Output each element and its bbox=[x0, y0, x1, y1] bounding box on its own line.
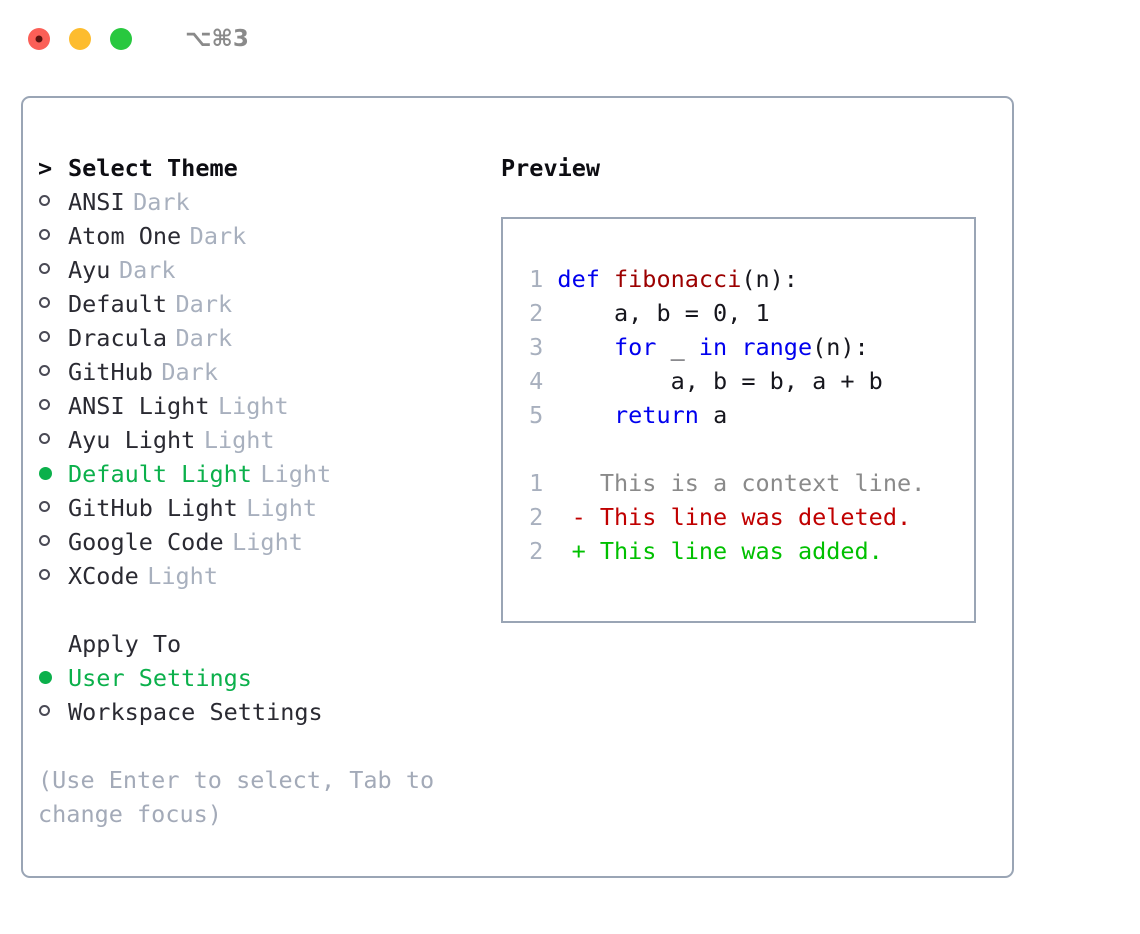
code-line-text: def fibonacci(n): bbox=[543, 262, 798, 296]
theme-option-label: ANSI bbox=[68, 188, 125, 216]
code-token-plain: (n): bbox=[741, 265, 798, 293]
code-line: 4 a, b = b, a + b bbox=[515, 364, 925, 398]
theme-option-tag: Dark bbox=[133, 188, 190, 216]
code-line-number: 4 bbox=[529, 367, 544, 395]
theme-option-xcode[interactable]: XCode Light bbox=[38, 559, 498, 593]
traffic-light-buttons bbox=[28, 28, 132, 50]
theme-option-tag: Dark bbox=[118, 256, 176, 284]
theme-option-tag: Dark bbox=[175, 290, 233, 318]
code-token-kw: in bbox=[698, 333, 742, 361]
select-theme-heading: > Select Theme bbox=[38, 151, 498, 185]
diff-line-add: 2 + This line was added. bbox=[515, 534, 925, 568]
code-line-text: return a bbox=[543, 398, 727, 432]
apply-to-option-label: User Settings bbox=[68, 664, 252, 692]
minimize-window-button[interactable] bbox=[69, 28, 91, 50]
theme-option-tag: Light bbox=[232, 528, 303, 556]
diff-line-text: This is a context line. bbox=[557, 469, 926, 497]
code-line: 2 a, b = 0, 1 bbox=[515, 296, 925, 330]
theme-option-label: Google Code bbox=[68, 528, 224, 556]
code-token-kw: return bbox=[614, 401, 714, 429]
code-token-kw: for bbox=[614, 333, 671, 361]
theme-option-github-light[interactable]: GitHub Light Light bbox=[38, 491, 498, 525]
theme-option-tag: Light bbox=[147, 562, 218, 590]
select-theme-heading-label: Select Theme bbox=[68, 154, 238, 182]
keyboard-hint-text: (Use Enter to select, Tab to change focu… bbox=[38, 766, 449, 828]
theme-option-label: Dracula bbox=[68, 324, 168, 352]
code-token-kw: def bbox=[557, 265, 615, 293]
code-line-number: 5 bbox=[529, 401, 544, 429]
code-token-plain: a, b = b, a + b bbox=[557, 367, 883, 395]
diff-line-del: 2 - This line was deleted. bbox=[515, 500, 925, 534]
code-line: 3 for _ in range(n): bbox=[515, 330, 925, 364]
theme-option-label: Default bbox=[68, 290, 168, 318]
theme-option-tag: Light bbox=[246, 494, 318, 522]
theme-option-label: Ayu Light bbox=[68, 426, 196, 454]
theme-option-tag: Dark bbox=[175, 324, 233, 352]
diff-line-text: + This line was added. bbox=[557, 537, 883, 565]
heading-caret-icon: > bbox=[38, 154, 53, 182]
keyboard-shortcut-label: ⌥⌘3 bbox=[185, 26, 249, 52]
diff-line-number: 2 bbox=[529, 537, 544, 565]
theme-option-tag: Light bbox=[217, 392, 289, 420]
apply-to-option-workspace-settings[interactable]: Workspace Settings bbox=[38, 695, 498, 729]
preview-heading: Preview bbox=[501, 154, 601, 182]
theme-option-label: GitHub bbox=[68, 358, 153, 386]
theme-option-label: ANSI Light bbox=[68, 392, 210, 420]
apply-to-heading: Apply To bbox=[68, 630, 182, 658]
theme-option-label: GitHub Light bbox=[68, 494, 238, 522]
theme-option-github[interactable]: GitHub Dark bbox=[38, 355, 498, 389]
code-line-number: 2 bbox=[529, 299, 544, 327]
code-token-plain: (n): bbox=[812, 333, 869, 361]
code-line-text: a, b = 0, 1 bbox=[543, 296, 770, 330]
theme-option-tag: Light bbox=[260, 460, 332, 488]
theme-option-label: Atom One bbox=[68, 222, 182, 250]
diff-line-number: 1 bbox=[529, 469, 544, 497]
code-line-number: 3 bbox=[529, 333, 544, 361]
code-line-text: for _ in range(n): bbox=[543, 330, 869, 364]
diff-line-text: - This line was deleted. bbox=[557, 503, 912, 531]
code-token-plain bbox=[557, 333, 614, 361]
apply-to-option-user-settings[interactable]: User Settings bbox=[38, 661, 498, 695]
code-token-plain: _ bbox=[670, 333, 699, 361]
code-line: 5 return a bbox=[515, 398, 925, 432]
code-token-plain bbox=[557, 401, 614, 429]
theme-option-google-code[interactable]: Google Code Light bbox=[38, 525, 498, 559]
titlebar: ⌥⌘3 bbox=[0, 0, 1140, 78]
apply-to-option-label: Workspace Settings bbox=[68, 698, 323, 726]
diff-line-number: 2 bbox=[529, 503, 544, 531]
theme-option-tag: Dark bbox=[189, 222, 247, 250]
theme-option-label: XCode bbox=[68, 562, 139, 590]
theme-option-default-light[interactable]: Default Light Light bbox=[38, 457, 498, 491]
code-token-plain: a bbox=[713, 401, 728, 429]
code-line-number: 1 bbox=[529, 265, 544, 293]
code-token-kw: range bbox=[741, 333, 813, 361]
close-window-button[interactable] bbox=[28, 28, 50, 50]
code-blank-line bbox=[515, 432, 925, 466]
code-token-fn: fibonacci bbox=[614, 265, 742, 293]
theme-option-ansi[interactable]: ANSI Dark bbox=[38, 185, 498, 219]
theme-option-label: Ayu bbox=[68, 256, 111, 284]
theme-option-tag: Light bbox=[203, 426, 275, 454]
theme-option-tag: Dark bbox=[161, 358, 218, 386]
code-token-plain: a, b = 0, 1 bbox=[557, 299, 770, 327]
theme-option-label: Default Light bbox=[68, 460, 252, 488]
diff-line-ctx: 1 This is a context line. bbox=[515, 466, 925, 500]
code-line-text: a, b = b, a + b bbox=[543, 364, 883, 398]
maximize-window-button[interactable] bbox=[110, 28, 132, 50]
